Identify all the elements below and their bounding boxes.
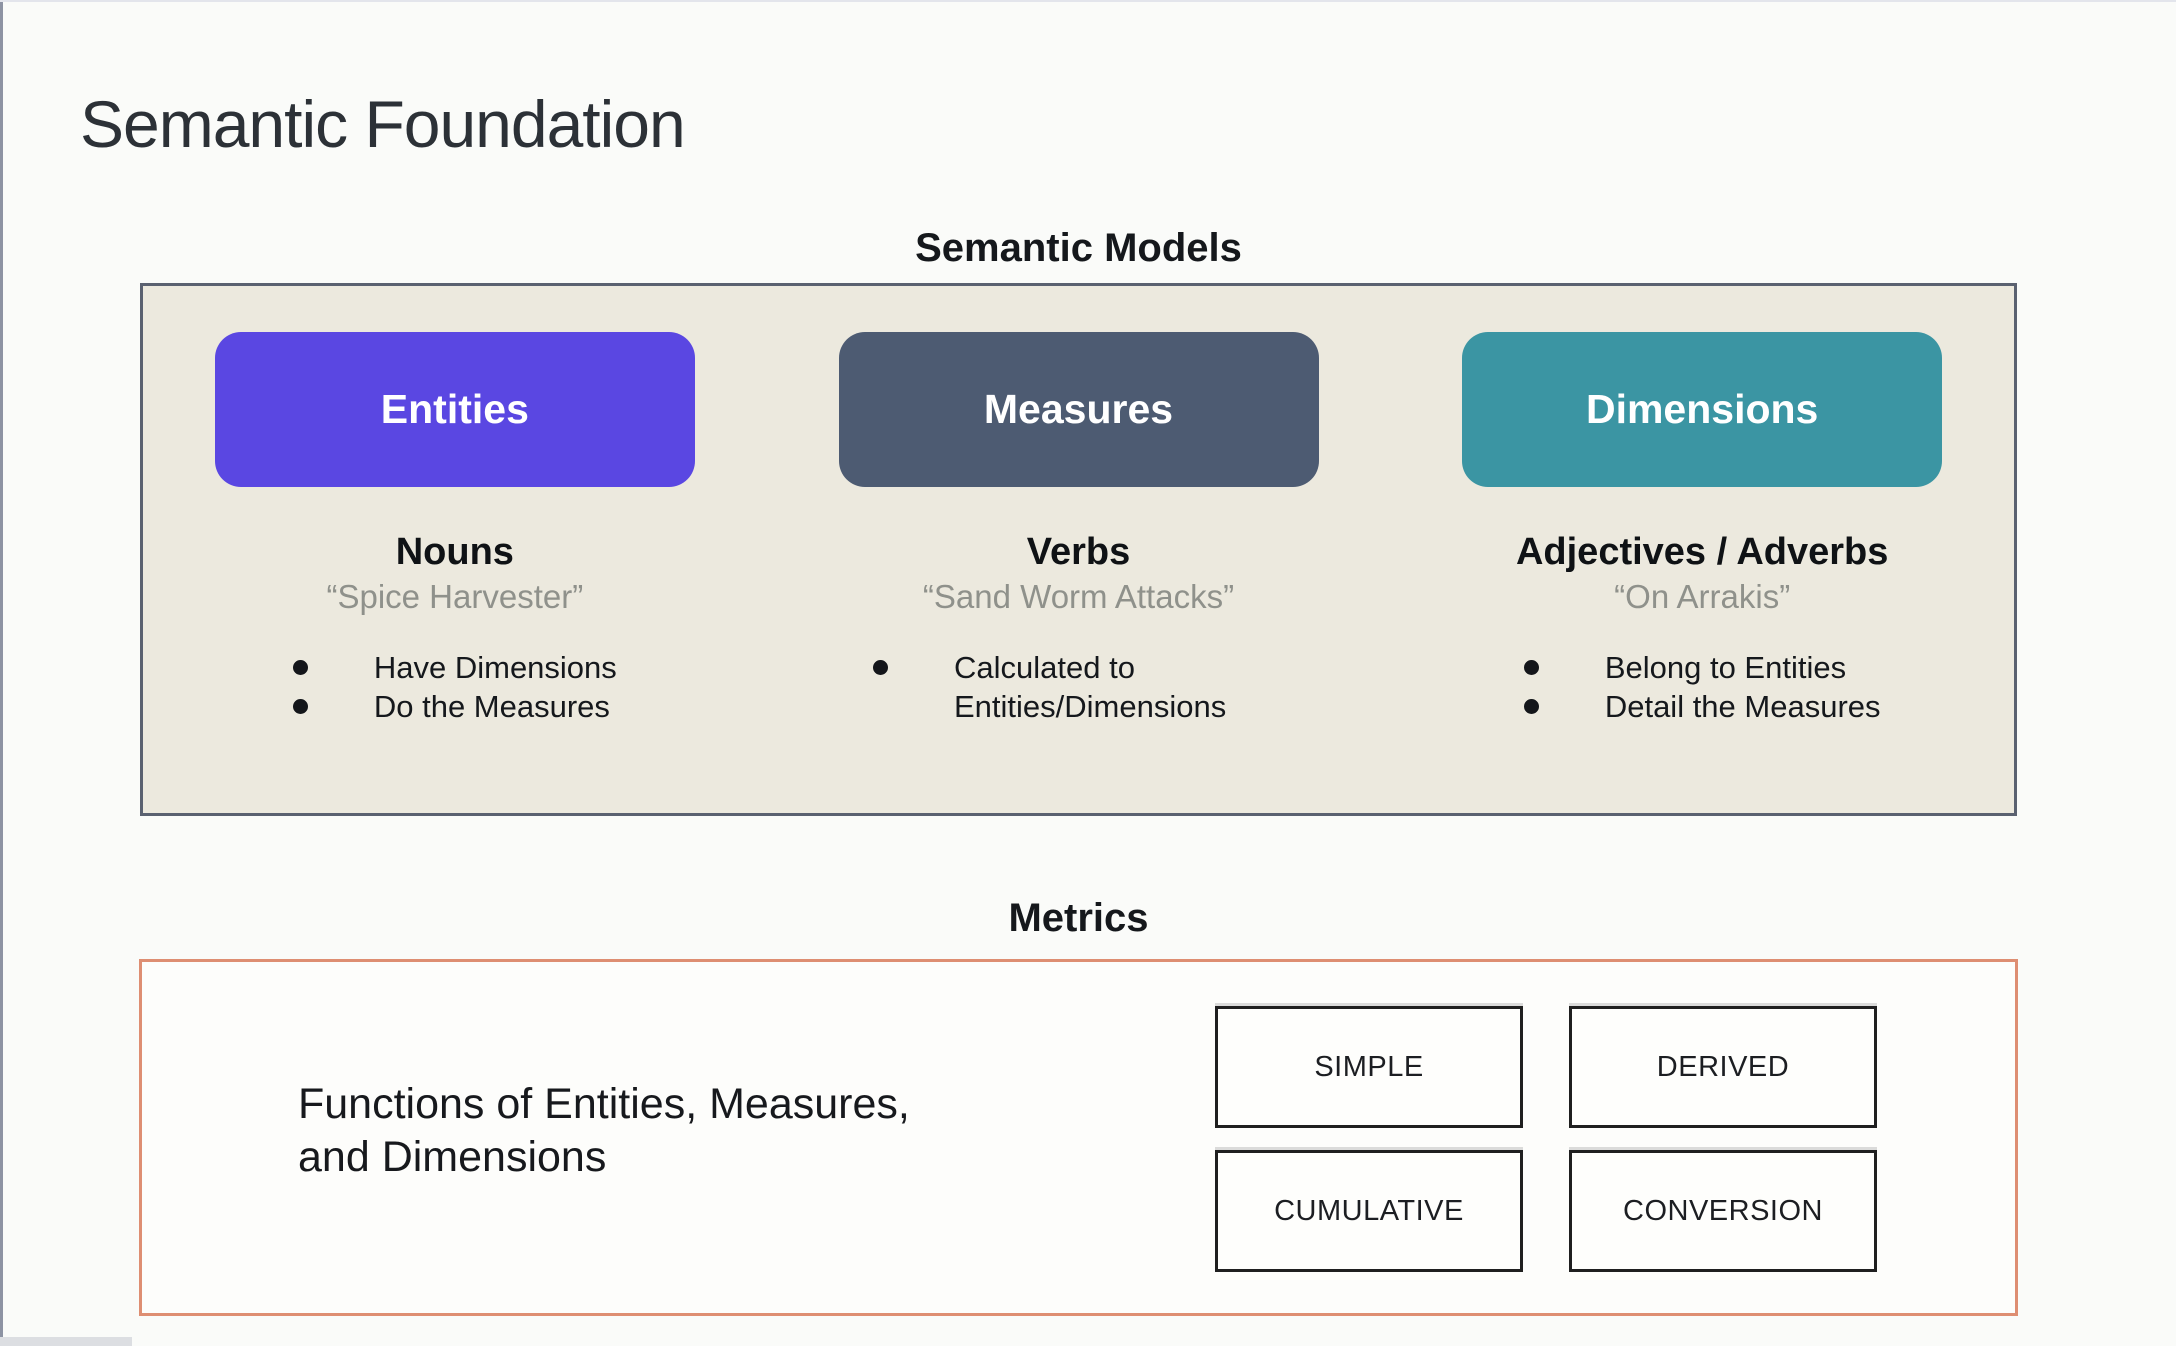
window-top-edge <box>0 0 2176 2</box>
bullet-text: Belong to Entities <box>1604 650 1847 685</box>
entities-bullet-list: Have Dimensions Do the Measures <box>292 648 617 726</box>
bullet-text: Have Dimensions <box>373 650 617 685</box>
measures-quote: “Sand Worm Attacks” <box>922 578 1235 615</box>
metric-type-cumulative: CUMULATIVE <box>1215 1150 1523 1272</box>
measures-bullet-list: Calculated to Entities/Dimensions <box>873 648 1284 726</box>
list-item: Have Dimensions <box>292 648 617 687</box>
bullet-dot <box>292 699 308 714</box>
metrics-description: Functions of Entities, Measures, and Dim… <box>298 1080 910 1182</box>
bullet-dot <box>292 660 308 675</box>
dimensions-bullet-list: Belong to Entities Detail the Measures <box>1523 648 1881 726</box>
window-left-edge <box>0 0 3 1346</box>
bullet-text: Do the Measures <box>373 689 610 724</box>
list-item: Detail the Measures <box>1523 687 1881 726</box>
semantic-models-heading: Semantic Models <box>915 226 1242 270</box>
entities-pill: Entities <box>214 332 695 487</box>
bullet-text: Calculated to Entities/Dimensions <box>954 650 1227 724</box>
dimensions-quote: “On Arrakis” <box>1614 578 1791 615</box>
metrics-heading: Metrics <box>1008 896 1149 940</box>
metric-type-conversion: CONVERSION <box>1569 1150 1877 1272</box>
column-measures: Measures Verbs “Sand Worm Attacks” Calcu… <box>767 286 1391 813</box>
bullet-text: Detail the Measures <box>1604 689 1881 724</box>
bullet-dot <box>1523 660 1539 675</box>
dimensions-pill: Dimensions <box>1462 332 1943 487</box>
metric-type-derived: DERIVED <box>1569 1006 1877 1128</box>
entities-subtitle: Nouns <box>395 531 514 573</box>
list-item: Do the Measures <box>292 687 617 726</box>
entities-quote: “Spice Harvester” <box>326 578 584 615</box>
dimensions-subtitle: Adjectives / Adverbs <box>1515 531 1889 573</box>
metrics-box: Functions of Entities, Measures, and Dim… <box>139 959 2018 1316</box>
bottom-corner-strip <box>0 1337 132 1346</box>
column-dimensions: Dimensions Adjectives / Adverbs “On Arra… <box>1390 286 2014 813</box>
bullet-dot <box>1523 699 1539 714</box>
measures-pill: Measures <box>838 332 1319 487</box>
metrics-type-grid: SIMPLE DERIVED CUMULATIVE CONVERSION <box>1215 1006 1877 1272</box>
bullet-dot <box>873 660 888 675</box>
page-title: Semantic Foundation <box>80 87 686 161</box>
measures-subtitle: Verbs <box>1026 531 1131 573</box>
list-item: Calculated to Entities/Dimensions <box>873 648 1284 726</box>
semantic-models-box: Entities Nouns “Spice Harvester” Have Di… <box>140 283 2017 816</box>
column-entities: Entities Nouns “Spice Harvester” Have Di… <box>143 286 767 813</box>
metric-type-simple: SIMPLE <box>1215 1006 1523 1128</box>
list-item: Belong to Entities <box>1523 648 1881 687</box>
